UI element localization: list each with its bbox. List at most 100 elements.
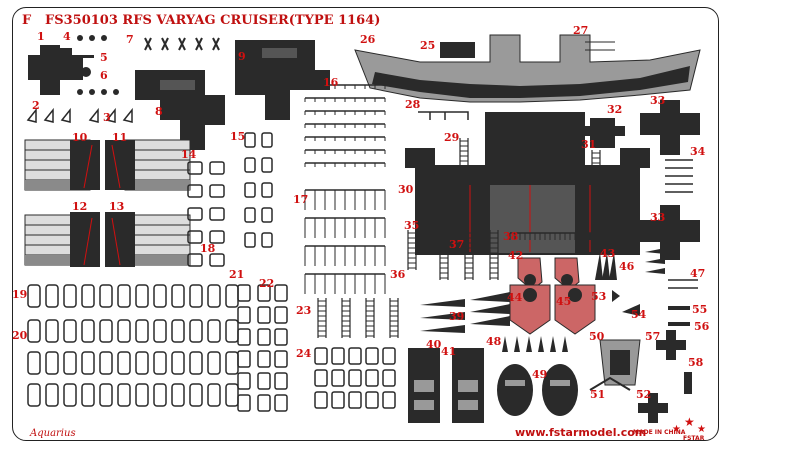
svg-text:★: ★ [672, 424, 681, 435]
window-frame [348, 347, 362, 365]
part-1 [28, 45, 83, 95]
blade-piece [645, 248, 665, 254]
part-34 [665, 159, 693, 193]
part-8 [135, 70, 225, 150]
part-number-label: 30 [398, 183, 414, 196]
part-57 [656, 330, 686, 360]
sheet-letter: F [22, 13, 32, 28]
blade-piece [562, 336, 568, 352]
window-frame [257, 394, 271, 412]
window-frame [171, 383, 185, 407]
window-frame [257, 306, 271, 324]
window-frame [207, 284, 221, 308]
window-frame [382, 391, 396, 409]
website: www.fstarmodel.com [515, 426, 646, 439]
part-9 [235, 40, 330, 120]
part-number-label: 28 [405, 98, 421, 111]
window-frame [63, 319, 77, 343]
part-45 [554, 257, 596, 335]
part-number-label: 55 [692, 303, 707, 316]
window-frame [45, 319, 59, 343]
window-frame [99, 383, 113, 407]
window-frame [348, 391, 362, 409]
window-frame [117, 383, 131, 407]
part-number-label: 54 [631, 308, 647, 321]
window-frame [237, 350, 251, 368]
window-frame [63, 383, 77, 407]
part-number-label: 57 [645, 330, 660, 343]
window-frame [27, 383, 41, 407]
logo-text: FSTAR [683, 435, 705, 442]
triangle-piece [420, 312, 465, 320]
blade-piece [602, 252, 610, 280]
window-frame [63, 284, 77, 308]
window-frame [45, 284, 59, 308]
triangle-piece [470, 304, 510, 314]
part-number-label: 34 [690, 145, 706, 158]
window-frame [257, 284, 271, 302]
window-frame [135, 351, 149, 375]
window-frame [27, 284, 41, 308]
sheet-title: FS350103 RFS VARYAG CRUISER(TYPE 1164) [45, 13, 380, 28]
window-frame [348, 369, 362, 387]
blade-piece [502, 336, 508, 352]
part-number-label: 11 [112, 131, 127, 144]
part-number-label: 13 [109, 200, 124, 213]
window-frame [189, 284, 203, 308]
part-number-label: 21 [229, 268, 244, 281]
part-12 [24, 212, 100, 267]
window-frame [171, 351, 185, 375]
window-frame [189, 383, 203, 407]
window-frame [225, 284, 239, 308]
window-frame [81, 284, 95, 308]
part-number-label: 23 [296, 304, 311, 317]
part-number-label: 6 [100, 69, 108, 82]
window-frame [331, 347, 345, 365]
part-49 [497, 364, 578, 416]
window-frame [135, 319, 149, 343]
part-26 [354, 34, 701, 103]
part-number-label: 5 [100, 51, 108, 64]
window-frame [257, 350, 271, 368]
part-number-label: 40 [426, 338, 442, 351]
blade-piece [526, 336, 532, 352]
part-50 [599, 339, 641, 386]
window-frame [207, 383, 221, 407]
window-frame [45, 383, 59, 407]
part-number-label: 51 [590, 388, 605, 401]
window-frame [314, 369, 328, 387]
window-frame [171, 319, 185, 343]
part-number-label: 45 [556, 295, 571, 308]
part-53 [612, 290, 620, 302]
window-frame [99, 351, 113, 375]
brand-left: Aquarius [29, 428, 76, 439]
window-frame [153, 383, 167, 407]
window-frame [45, 351, 59, 375]
window-frame [63, 351, 77, 375]
part-40 [408, 348, 440, 423]
part-56 [668, 322, 690, 326]
blade-piece [609, 252, 617, 280]
part-number-label: 7 [126, 33, 134, 46]
window-frame [274, 306, 288, 324]
part-number-label: 12 [72, 200, 87, 213]
window-frame [153, 284, 167, 308]
part-55 [668, 306, 690, 310]
window-frame [207, 319, 221, 343]
part-number-label: 58 [688, 356, 704, 369]
part-number-label: 49 [532, 368, 547, 381]
blade-piece [645, 258, 665, 264]
part-number-label: 8 [155, 105, 163, 118]
part-7-fittings [144, 37, 220, 51]
window-frame [274, 350, 288, 368]
window-frame [81, 319, 95, 343]
part-number-label: 48 [486, 335, 502, 348]
part-4-fittings [77, 35, 119, 95]
window-frame [225, 383, 239, 407]
part-number-label: 44 [507, 291, 523, 304]
part-number-label: 22 [259, 277, 274, 290]
window-frame [135, 383, 149, 407]
part-27 [585, 41, 615, 51]
window-frame [382, 369, 396, 387]
